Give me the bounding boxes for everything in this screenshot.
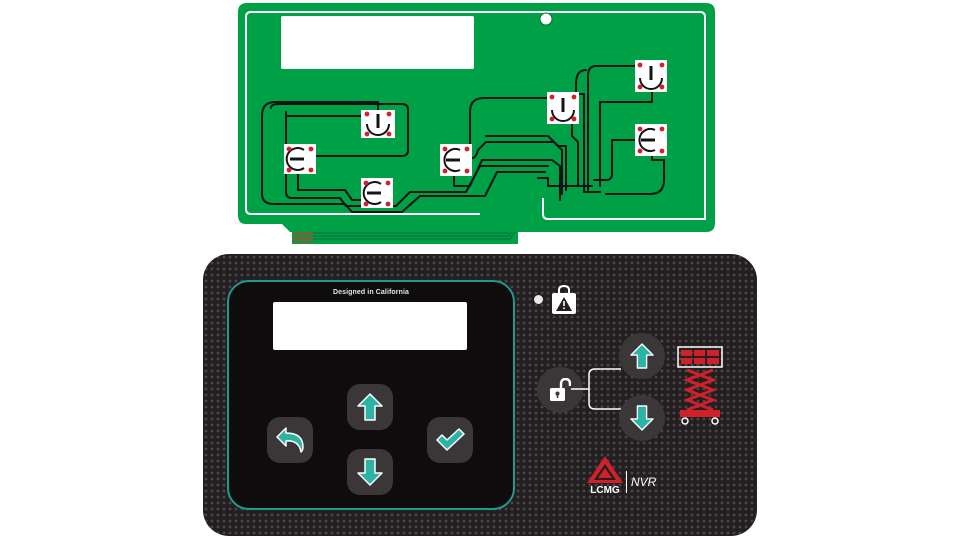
nav-up-button[interactable]	[347, 384, 393, 430]
down-arrow-icon	[630, 405, 654, 431]
switch-pad-3	[361, 178, 393, 208]
switch-pad-7	[635, 124, 667, 156]
display-window: Designed in California	[227, 280, 515, 510]
switch-pad-1	[361, 110, 395, 138]
pcb-label-area	[281, 16, 474, 69]
unlock-button[interactable]	[537, 367, 583, 413]
pcb-switch-pads	[284, 60, 667, 208]
switch-pad-4	[440, 144, 472, 176]
unlock-icon	[550, 378, 571, 401]
pcb-traces	[261, 65, 665, 213]
pcb-mounting-hole	[539, 12, 553, 26]
lift-down-button[interactable]	[619, 395, 665, 441]
pcb-circuit-board	[238, 3, 715, 244]
brand-divider	[626, 471, 627, 493]
confirm-button[interactable]	[427, 417, 473, 463]
membrane-keypad-panel: Designed in California	[203, 254, 757, 536]
switch-pad-2	[284, 144, 316, 174]
checkmark-icon	[436, 428, 465, 451]
back-arrow-icon	[276, 427, 304, 453]
svg-text:NVR: NVR	[631, 475, 657, 489]
branch-connector-lines	[571, 368, 621, 410]
lift-up-button[interactable]	[619, 333, 665, 379]
down-arrow-icon	[357, 458, 383, 486]
switch-pad-5	[547, 92, 579, 124]
scissor-lift-icon	[677, 346, 723, 425]
svg-text:LCMG: LCMG	[590, 485, 620, 495]
lcd-screen	[273, 302, 467, 350]
nvr-logo: NVR	[631, 475, 657, 489]
back-button[interactable]	[267, 417, 313, 463]
up-arrow-icon	[357, 393, 383, 421]
designed-in-label: Designed in California	[332, 289, 410, 296]
pcb-board-outline	[245, 11, 706, 220]
warning-lock-icon	[552, 285, 576, 314]
lcmg-logo: LCMG	[587, 456, 623, 495]
nav-down-button[interactable]	[347, 449, 393, 495]
switch-pad-6	[635, 60, 667, 92]
up-arrow-icon	[630, 343, 654, 369]
status-led	[534, 295, 543, 304]
